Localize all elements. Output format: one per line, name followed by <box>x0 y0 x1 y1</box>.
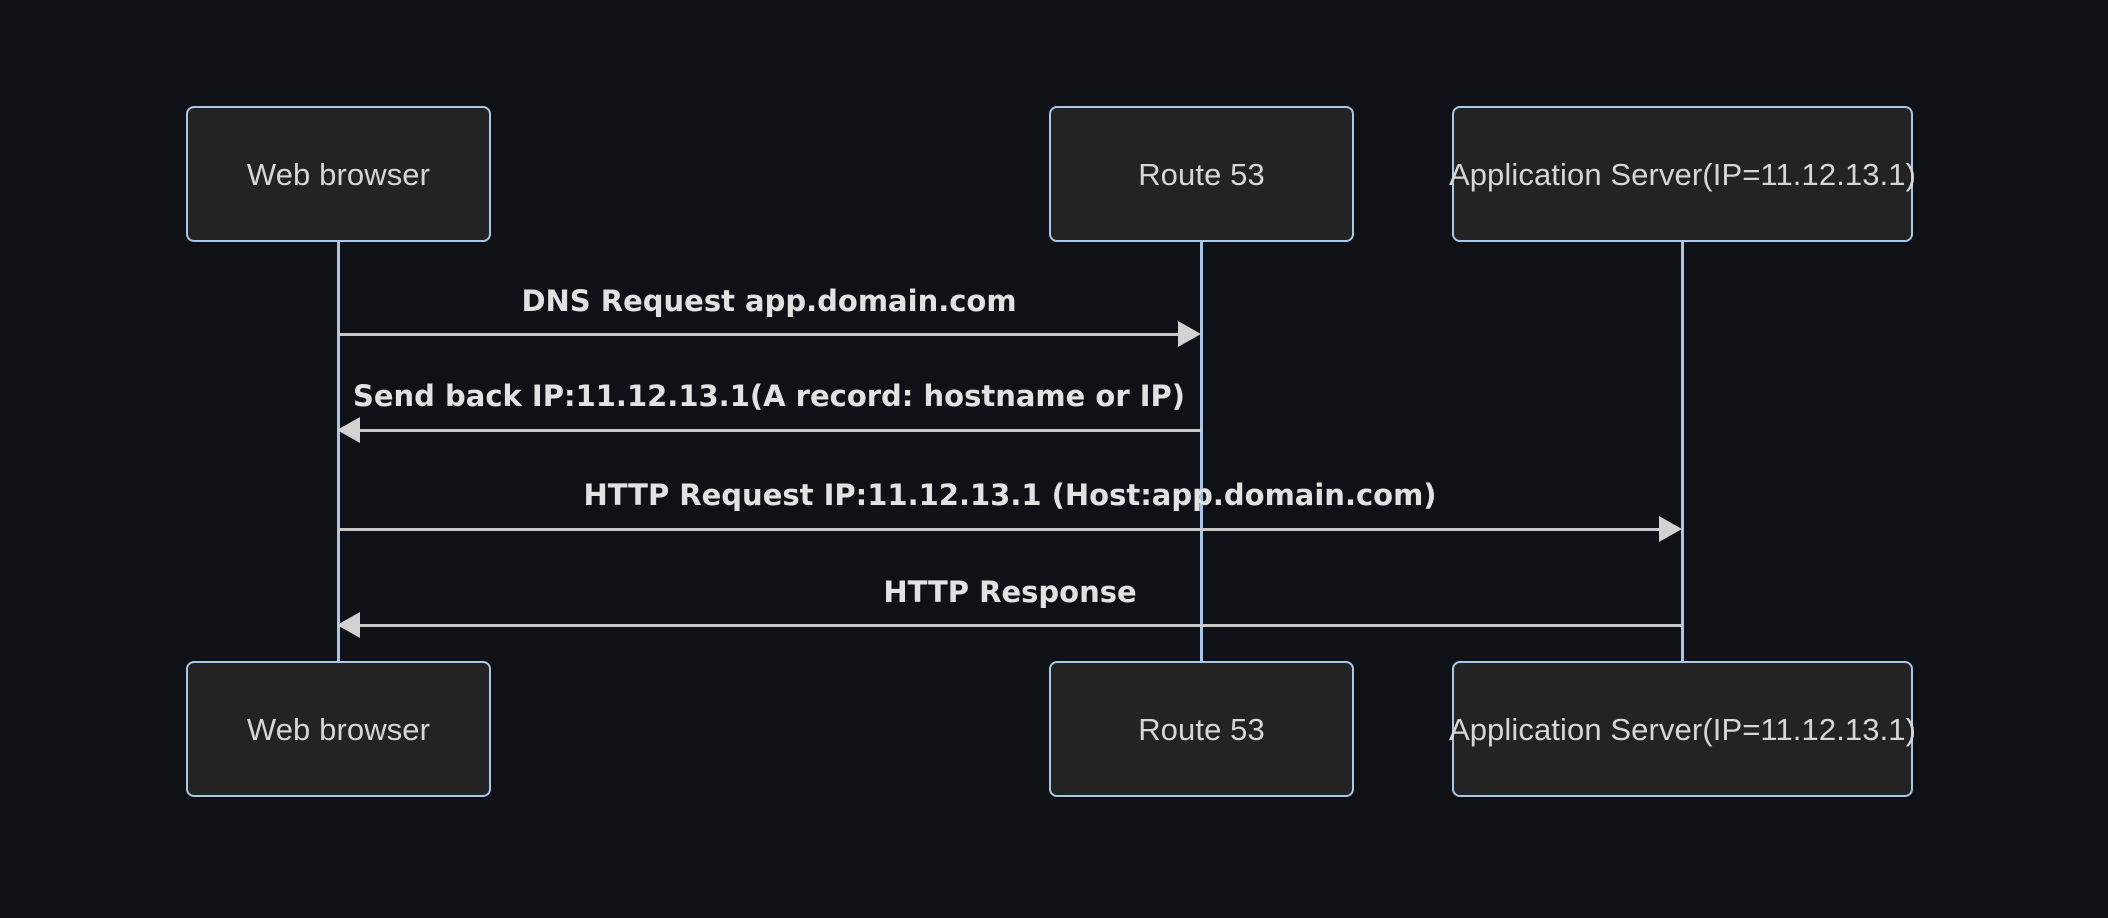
message-label-4: HTTP Response <box>883 575 1137 609</box>
participant-label-browser-bottom: Web browser <box>246 711 431 747</box>
message-line-1 <box>338 333 1178 336</box>
message-label-3: HTTP Request IP:11.12.13.1 (Host:app.dom… <box>583 478 1437 512</box>
message-label-2: Send back IP:11.12.13.1(A record: hostna… <box>352 379 1186 413</box>
participant-label-appserver-top: Application Server(IP=11.12.13.1) <box>1448 156 1917 192</box>
lifeline-appserver <box>1681 242 1684 662</box>
participant-box-appserver-top[interactable]: Application Server(IP=11.12.13.1) <box>1448 106 1917 242</box>
participant-label-appserver-bottom: Application Server(IP=11.12.13.1) <box>1448 711 1917 747</box>
participant-box-browser-bottom[interactable]: Web browser <box>186 661 491 797</box>
arrowhead-right-3 <box>1659 516 1682 542</box>
participant-box-route53-top[interactable]: Route 53 <box>1049 106 1354 242</box>
message-label-1: DNS Request app.domain.com <box>521 284 1017 318</box>
participant-label-route53-bottom: Route 53 <box>1138 711 1265 747</box>
participant-box-appserver-bottom[interactable]: Application Server(IP=11.12.13.1) <box>1448 661 1917 797</box>
lifeline-route53 <box>1200 242 1203 662</box>
arrowhead-left-2 <box>337 417 360 443</box>
lifeline-browser <box>337 242 340 662</box>
message-line-4 <box>360 624 1682 627</box>
participant-box-route53-bottom[interactable]: Route 53 <box>1049 661 1354 797</box>
message-line-2 <box>360 429 1201 432</box>
participant-label-route53-top: Route 53 <box>1138 156 1265 192</box>
message-line-3 <box>338 528 1659 531</box>
participant-box-browser-top[interactable]: Web browser <box>186 106 491 242</box>
arrowhead-right-1 <box>1178 321 1201 347</box>
arrowhead-left-4 <box>337 612 360 638</box>
participant-label-browser-top: Web browser <box>246 156 431 192</box>
